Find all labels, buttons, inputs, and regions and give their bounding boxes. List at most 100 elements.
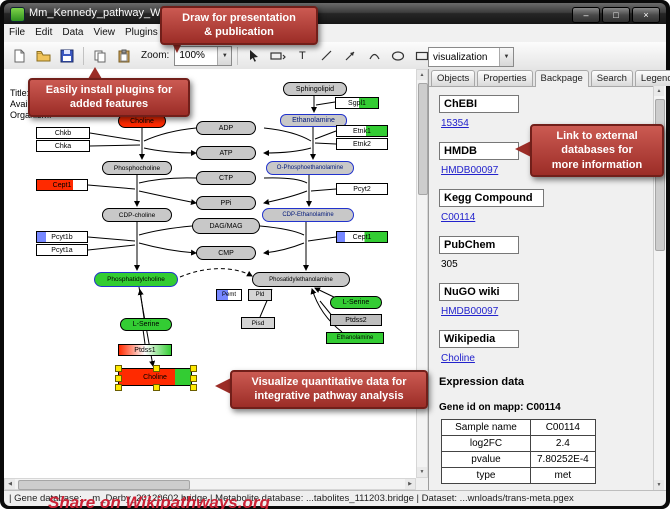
pathway-node-phosatidylethanolamine[interactable]: Phosatidylethanolamine: [252, 272, 350, 287]
title-bar[interactable]: Mm_Kennedy_pathway_WP1771_45176.gpml – □…: [4, 3, 666, 24]
selection-handle[interactable]: [190, 365, 197, 372]
pathway-node-chkb[interactable]: Chkb: [36, 127, 90, 139]
selection-handle[interactable]: [115, 384, 122, 391]
menu-item-view[interactable]: View: [93, 27, 115, 38]
backpage-link[interactable]: 15354: [441, 118, 469, 129]
pathway-node-sgpl1[interactable]: Sgpl1: [335, 97, 379, 109]
pathway-node-l-serine[interactable]: L-Serine: [120, 318, 172, 331]
oval-icon: [392, 50, 405, 61]
select-tool-button[interactable]: [243, 45, 265, 67]
pathway-node-adp[interactable]: ADP: [196, 121, 256, 135]
table-cell: type: [441, 467, 531, 484]
node-label: Phosphatidylcholine: [107, 276, 165, 283]
pathway-node-cdp-ethanolamine[interactable]: CDP-Ethanolamine: [262, 208, 354, 222]
pathway-node-cept1[interactable]: Cept1: [36, 179, 88, 191]
paste-icon: [118, 49, 130, 62]
selection-handle[interactable]: [153, 365, 160, 372]
backpage-section-header: HMDB: [439, 142, 519, 160]
pathway-node-o-phosphoethanolamine[interactable]: O-Phosphoethanolamine: [266, 161, 354, 175]
pathway-node-cept1[interactable]: Cept1: [336, 231, 388, 243]
scroll-up-icon[interactable]: ▲: [417, 70, 427, 80]
pathway-node-pcyt1b[interactable]: Pcyt1b: [36, 231, 88, 243]
close-button[interactable]: ×: [632, 7, 660, 23]
pathway-node-pld[interactable]: Pld: [248, 289, 272, 301]
arrow-tool-button[interactable]: [339, 45, 361, 67]
tab-backpage[interactable]: Backpage: [534, 70, 589, 87]
tab-properties[interactable]: Properties: [477, 70, 533, 86]
pathway-node-ptdss2[interactable]: Ptdss2: [330, 314, 382, 326]
horizontal-scroll-thumb[interactable]: [18, 480, 190, 490]
pathway-node-etnk1[interactable]: Etnk1: [336, 125, 388, 137]
canvas-vertical-scrollbar[interactable]: ▲ ▼: [416, 69, 428, 478]
pathway-node-etnk2[interactable]: Etnk2: [336, 138, 388, 150]
node-label: PPi: [220, 199, 232, 207]
node-label: Etnk2: [353, 140, 371, 148]
pathway-node-cdp-choline[interactable]: CDP-choline: [102, 208, 172, 222]
menu-item-plugins[interactable]: Plugins: [124, 27, 158, 38]
maximize-button[interactable]: □: [602, 7, 630, 23]
backpage-link[interactable]: C00114: [441, 212, 476, 223]
tab-search[interactable]: Search: [590, 70, 633, 86]
canvas-horizontal-scrollbar[interactable]: ◀ ▶: [4, 478, 416, 490]
menu-item-file[interactable]: File: [9, 27, 26, 38]
rectangle-tool-button[interactable]: [411, 45, 433, 67]
pathway-node-ethanolamine[interactable]: Ethanolamine: [326, 332, 384, 344]
pathway-node-cmp[interactable]: CMP: [196, 246, 256, 260]
chevron-down-icon[interactable]: ▼: [499, 48, 513, 66]
save-button[interactable]: [56, 45, 78, 67]
scroll-left-icon[interactable]: ◀: [5, 479, 15, 489]
pathway-node-chka[interactable]: Chka: [36, 140, 90, 152]
visualization-combobox[interactable]: visualization ▼: [428, 47, 514, 67]
scroll-up-icon[interactable]: ▲: [654, 86, 664, 96]
paste-button[interactable]: [113, 45, 135, 67]
tab-objects[interactable]: Objects: [431, 70, 476, 86]
callout-draw: Draw for presentation & publication: [160, 6, 318, 45]
pathway-node-dag-mag[interactable]: DAG/MAG: [192, 218, 260, 234]
pathway-node-phosphocholine[interactable]: Phosphocholine: [102, 161, 172, 175]
pathway-node-ctp[interactable]: CTP: [196, 171, 256, 185]
line-tool-button[interactable]: [315, 45, 337, 67]
pathway-node-ptdss1[interactable]: Ptdss1: [118, 344, 172, 356]
oval-tool-button[interactable]: [387, 45, 409, 67]
arc-tool-button[interactable]: [363, 45, 385, 67]
new-file-button[interactable]: [8, 45, 30, 67]
minimize-button[interactable]: –: [572, 7, 600, 23]
pathway-node-atp[interactable]: ATP: [196, 146, 256, 160]
pathway-node-l-serine[interactable]: L-Serine: [330, 296, 382, 309]
datanode-tool-button[interactable]: [267, 45, 289, 67]
backpage-link[interactable]: HMDB00097: [441, 165, 499, 176]
label-tool-button[interactable]: T: [298, 49, 306, 62]
pathway-node-sphingolipid[interactable]: Sphingolipid: [283, 82, 347, 96]
scroll-down-icon[interactable]: ▼: [417, 467, 427, 477]
pathway-node-pisd[interactable]: Pisd: [241, 317, 275, 329]
selection-handle[interactable]: [153, 384, 160, 391]
selection-handle[interactable]: [190, 384, 197, 391]
pathway-node-ethanolamine[interactable]: Ethanolamine: [280, 114, 347, 127]
pathway-node-choline[interactable]: Choline: [115, 365, 197, 391]
menu-bar: FileEditDataViewPluginsHelp: [4, 24, 666, 43]
zoom-combobox[interactable]: 100% ▼: [174, 45, 233, 66]
pathway-node-pemt[interactable]: Pemt: [216, 289, 242, 301]
node-label: Pld: [255, 292, 265, 298]
pathway-node-ppi[interactable]: PPi: [196, 196, 256, 210]
selection-handle[interactable]: [115, 365, 122, 372]
chevron-down-icon[interactable]: ▼: [217, 46, 232, 65]
scroll-down-icon[interactable]: ▼: [654, 480, 664, 490]
vertical-scroll-thumb[interactable]: [418, 83, 428, 195]
scroll-right-icon[interactable]: ▶: [405, 479, 415, 489]
selection-handle[interactable]: [190, 375, 197, 382]
backpage-link[interactable]: HMDB00097: [441, 306, 499, 317]
pathway-node-pcyt2[interactable]: Pcyt2: [336, 183, 388, 195]
menu-item-edit[interactable]: Edit: [35, 27, 53, 38]
open-file-button[interactable]: [32, 45, 54, 67]
copy-button[interactable]: [89, 45, 111, 67]
pathway-node-pcyt1a[interactable]: Pcyt1a: [36, 244, 88, 256]
selection-handle[interactable]: [115, 375, 122, 382]
tab-legend[interactable]: Legend: [634, 70, 670, 86]
pathway-canvas[interactable]: Title:Availability:Organism:Sphingolipid…: [4, 69, 416, 478]
backpage-link[interactable]: Choline: [441, 353, 475, 364]
pathway-node-phosphatidylcholine[interactable]: Phosphatidylcholine: [94, 272, 178, 287]
node-label: Ethanolamine: [292, 117, 335, 124]
menu-item-data[interactable]: Data: [62, 27, 84, 38]
